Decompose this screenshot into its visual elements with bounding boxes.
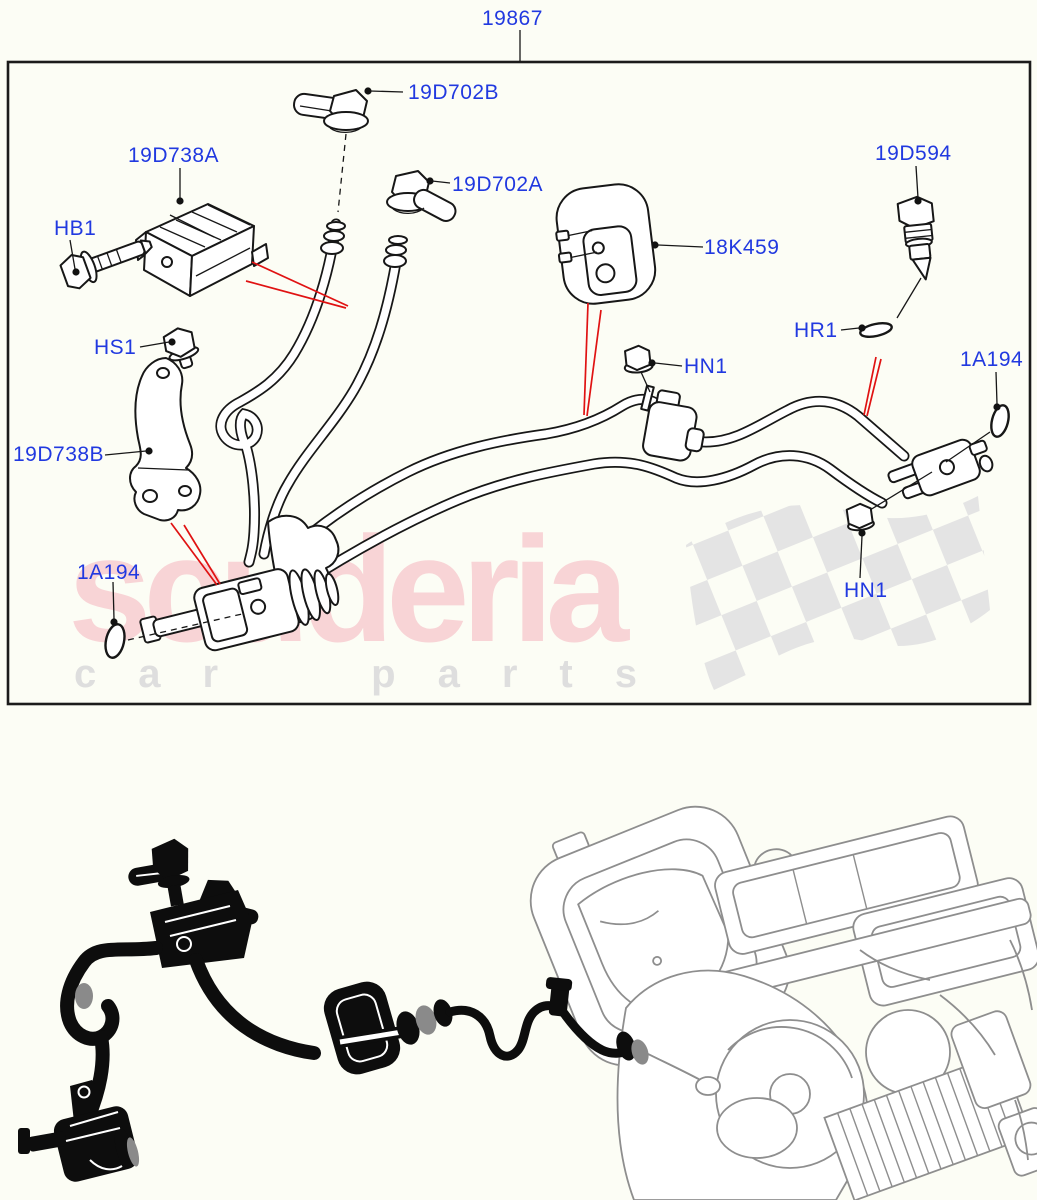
hvac-unit-drawing [529, 805, 1037, 1200]
nut-hn1-lower [845, 502, 875, 532]
sensor-19d594 [896, 195, 935, 319]
insulator-18k459 [555, 183, 657, 305]
red-pointers [170, 261, 882, 586]
leader-lines [69, 87, 1001, 626]
part-label-19d702b: 19D702B [408, 81, 500, 104]
checkered-flag-watermark [686, 496, 990, 690]
nut-hn1-upper [623, 344, 654, 374]
stud [640, 384, 655, 412]
watermark-brand: scuderia [68, 505, 629, 673]
oring-hr1 [859, 322, 893, 338]
bolt-hb1 [59, 239, 153, 290]
watermark-tagline: car parts [74, 652, 679, 696]
part-label-hs1: HS1 [94, 336, 137, 359]
bracket-19d738b [129, 357, 202, 522]
part-label-19d702a: 19D702A [452, 173, 544, 196]
hose-collar-b [383, 235, 408, 268]
screw-hs1 [162, 327, 200, 370]
part-label-hn1-upper: HN1 [684, 355, 728, 378]
diagram-frame [6, 60, 1032, 706]
oring-1a194-right [990, 404, 1010, 438]
part-label-19d594: 19D594 [875, 142, 952, 165]
part-label-19d738b: 19D738B [13, 443, 105, 466]
service-fitting-b [293, 89, 369, 134]
part-label-hr1: HR1 [794, 319, 838, 342]
hose-collar-a [320, 221, 346, 255]
control-module [135, 203, 269, 297]
part-label-1a194-right: 1A194 [960, 348, 1024, 371]
pipe-end-fitting [887, 438, 994, 500]
part-label-hn1-lower: HN1 [844, 579, 888, 602]
clamp-block [642, 389, 705, 462]
pipes-silhouette-drawing [18, 838, 649, 1182]
water-valve [139, 514, 340, 652]
part-label-hb1: HB1 [54, 217, 97, 240]
part-label-18k459: 18K459 [704, 236, 780, 259]
oring-1a194-left [104, 623, 126, 659]
part-label-19d738a: 19D738A [128, 144, 220, 167]
part-label-19867: 19867 [482, 7, 543, 30]
ac-lines-drawing [59, 89, 1010, 659]
part-label-1a194-left: 1A194 [77, 561, 141, 584]
service-fitting-a [386, 170, 457, 222]
